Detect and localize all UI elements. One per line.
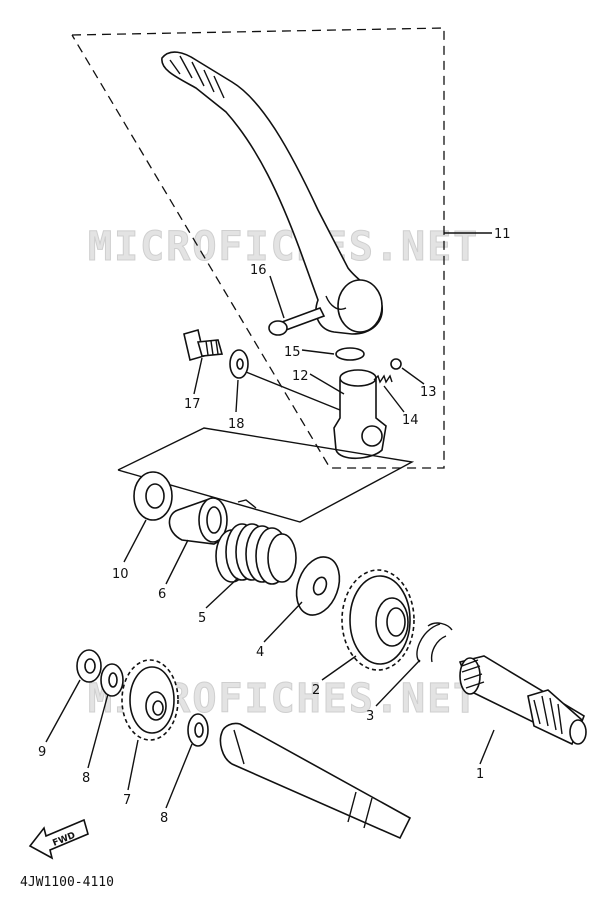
part-17-bolt (183, 328, 224, 362)
callout-17: 17 (184, 397, 201, 412)
diagram-code: 4JW1100-4110 (20, 875, 114, 890)
callout-2: 2 (312, 683, 320, 698)
callout-13: 13 (420, 385, 437, 400)
part-12-boss (333, 369, 387, 460)
part-9-washer (76, 649, 102, 683)
callout-9: 9 (38, 745, 46, 760)
callout-8-upper: 8 (82, 771, 90, 786)
callout-4: 4 (256, 645, 264, 660)
callout-14: 14 (402, 413, 419, 428)
part-8-washer-upper (100, 663, 124, 697)
part-16-bolt (268, 307, 326, 336)
kick-crank-lever (161, 51, 383, 335)
part-2-kick-gear (341, 569, 415, 671)
part-14-spring (373, 374, 393, 384)
part-10-oil-seal (133, 471, 173, 521)
part-1-kick-axle (458, 655, 587, 746)
callout-18: 18 (228, 417, 245, 432)
part-15-circlip (335, 347, 365, 361)
callout-8-lower: 8 (160, 811, 168, 826)
callout-11: 11 (494, 227, 511, 242)
leader-lines (45, 275, 495, 809)
callout-7: 7 (123, 793, 131, 808)
callout-5: 5 (198, 611, 206, 626)
watermark-top: MICROFICHES.NET (88, 224, 479, 270)
part-4-plain-washer (295, 556, 341, 616)
part-6-collar (168, 497, 228, 545)
kick-crank-assembly-outline (71, 27, 445, 469)
subassembly-outline (117, 427, 415, 523)
part-5-torsion-spring (215, 499, 297, 585)
part-13-ball (390, 358, 402, 370)
callout-3: 3 (366, 709, 374, 724)
part-7-idle-gear (121, 659, 179, 741)
callout-1: 1 (476, 767, 484, 782)
part-3-circlip (416, 622, 453, 663)
callout-10: 10 (112, 567, 129, 582)
part-18-washer (229, 349, 249, 379)
main-axle-shaft (219, 722, 412, 840)
fwd-arrow-icon: FWD (28, 818, 89, 860)
part-8-washer-lower (187, 713, 209, 747)
callout-15: 15 (284, 345, 301, 360)
callout-6: 6 (158, 587, 166, 602)
axis-line-upper (245, 371, 341, 411)
callout-16: 16 (250, 263, 267, 278)
callout-12: 12 (292, 369, 309, 384)
